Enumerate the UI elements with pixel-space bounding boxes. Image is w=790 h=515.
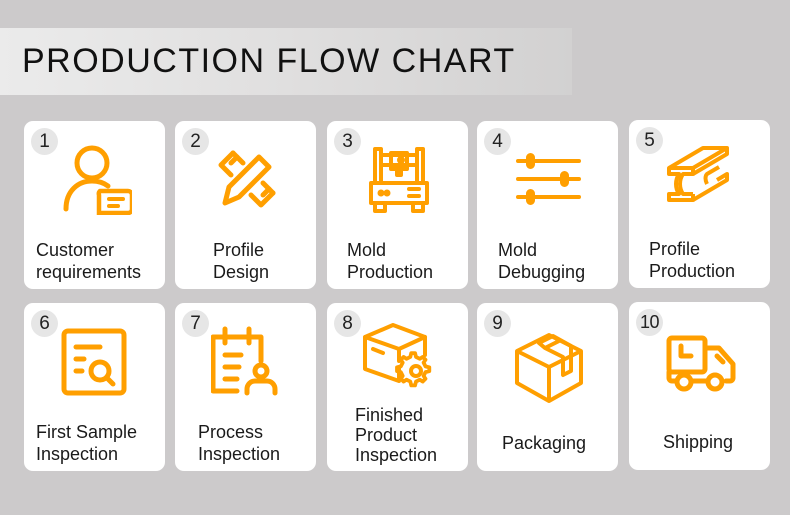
title-banner: PRODUCTION FLOW CHART [0,28,572,95]
step-label: Customer requirements [36,240,142,282]
clipboard-person-icon [211,325,283,397]
step-card-10: 10 Shipping [629,302,770,470]
step-label: Profile Production [649,239,736,281]
step-number-badge: 2 [182,128,209,155]
step-card-1: 1 Customer requirements [24,121,165,289]
step-card-7: 7 Process Inspection [175,303,316,471]
step-number-badge: 10 [636,309,663,336]
step-card-2: 2 Profile Design [175,121,316,289]
step-card-5: 5 Profile Production [629,120,770,288]
box-gear-icon [363,321,435,393]
package-icon [513,331,585,403]
step-label: Profile Design [213,240,270,282]
step-number-badge: 1 [31,128,58,155]
step-label: Process Inspection [198,422,281,464]
pencil-ruler-icon [211,143,283,215]
step-label: Mold Production [347,240,434,282]
step-number-badge: 9 [484,310,511,337]
sliders-icon [513,143,585,215]
page-title: PRODUCTION FLOW CHART [22,42,516,80]
step-number-badge: 7 [182,310,209,337]
step-number-badge: 6 [31,310,58,337]
step-card-4: 4 Mold Debugging [477,121,618,289]
machine-icon [363,143,435,215]
step-number-badge: 4 [484,128,511,155]
step-number-badge: 3 [334,128,361,155]
document-search-icon [60,325,132,397]
steel-beam-icon [665,142,737,214]
delivery-truck-icon [665,332,737,404]
step-card-9: 9 Packaging [477,303,618,471]
step-card-8: 8 Finished Product Inspection [327,303,468,471]
step-label: Finished Product Inspection [355,405,438,465]
step-label: Packaging [502,433,587,453]
step-label: First Sample Inspection [36,422,138,464]
step-card-6: 6 First Sample Inspection [24,303,165,471]
step-card-3: 3 Mold Production [327,121,468,289]
step-number-badge: 5 [636,127,663,154]
step-label: Mold Debugging [498,240,586,282]
customer-chat-icon [60,143,132,215]
step-number-badge: 8 [334,310,361,337]
step-label: Shipping [663,432,734,452]
